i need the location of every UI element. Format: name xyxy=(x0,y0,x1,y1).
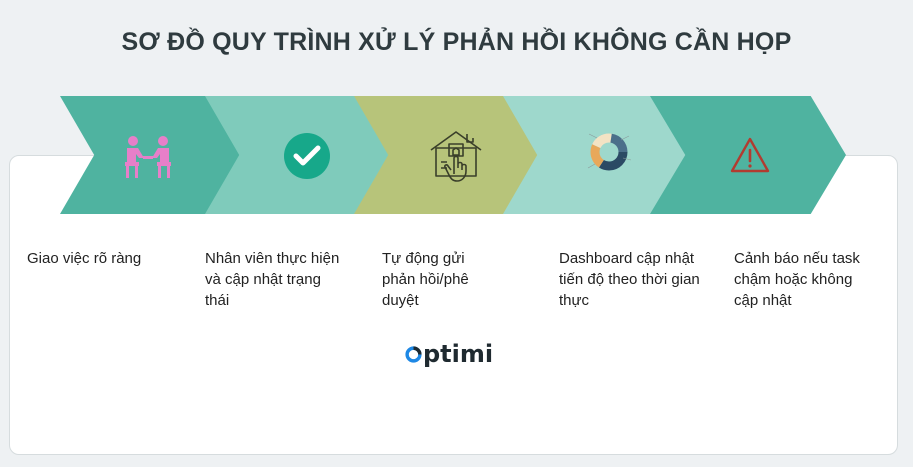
people-meeting-icon xyxy=(125,136,171,178)
step-5-label: Cảnh báo nếu task chậm hoặc không cập nh… xyxy=(734,250,860,309)
checkmark-icon xyxy=(284,133,330,179)
step-2-label: Nhân viên thực hiện và cập nhật trạng th… xyxy=(205,250,340,309)
logo-o-icon xyxy=(405,345,422,363)
step-1-label: Giao việc rõ ràng xyxy=(27,250,142,267)
logo-text: ptimi xyxy=(423,340,494,368)
step-3-label: Tự động gửi phản hồi/phê duyệt xyxy=(382,250,469,309)
page-title: SƠ ĐỒ QUY TRÌNH XỬ LÝ PHẢN HỒI KHÔNG CẦN… xyxy=(121,28,792,56)
donut-chart-icon xyxy=(587,133,632,171)
smart-home-touch-icon xyxy=(430,131,482,182)
warning-icon xyxy=(730,137,770,173)
step-4-label: Dashboard cập nhật tiến độ theo thời gia… xyxy=(559,250,700,309)
optimi-logo: ptimi xyxy=(405,340,493,368)
